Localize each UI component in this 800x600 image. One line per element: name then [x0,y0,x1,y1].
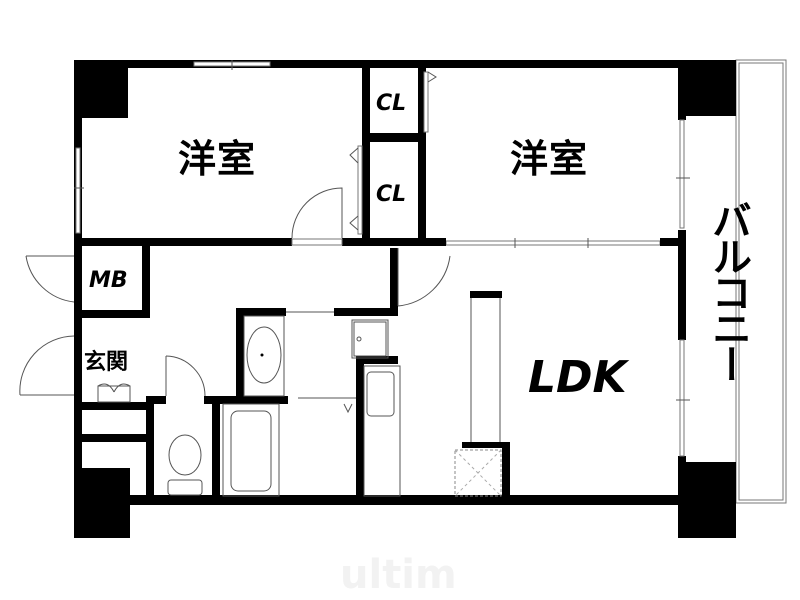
kitchen-sink [366,371,395,417]
closet-label-2: CL [376,182,407,207]
closet-label-1: CL [376,91,407,116]
room-label-ldk: LDK [528,352,627,403]
toilet [168,434,202,476]
room-label-western-1: 洋室 [178,137,257,181]
windows [74,60,690,457]
balcony-label: バルコニー [705,200,751,380]
washbasin [243,315,285,397]
column-bottom-right [678,462,736,538]
kitchen-counter [363,365,401,497]
interior-walls [74,60,686,530]
shoe-cabinet [97,385,131,403]
doors [19,71,451,414]
column-top-left [74,60,128,118]
watermark: ultim [340,552,457,598]
exterior-walls [74,60,736,538]
column-top-right [678,60,736,116]
bathtub [230,410,272,492]
meter-box-label: MB [89,268,128,293]
balcony-outline [735,59,787,504]
room-label-western-2: 洋室 [510,137,589,181]
fixtures [97,298,502,497]
column-bottom-left [74,468,130,538]
refrigerator-space [454,449,502,497]
entrance-label: 玄関 [84,350,129,375]
washing-machine-pan [351,319,389,359]
